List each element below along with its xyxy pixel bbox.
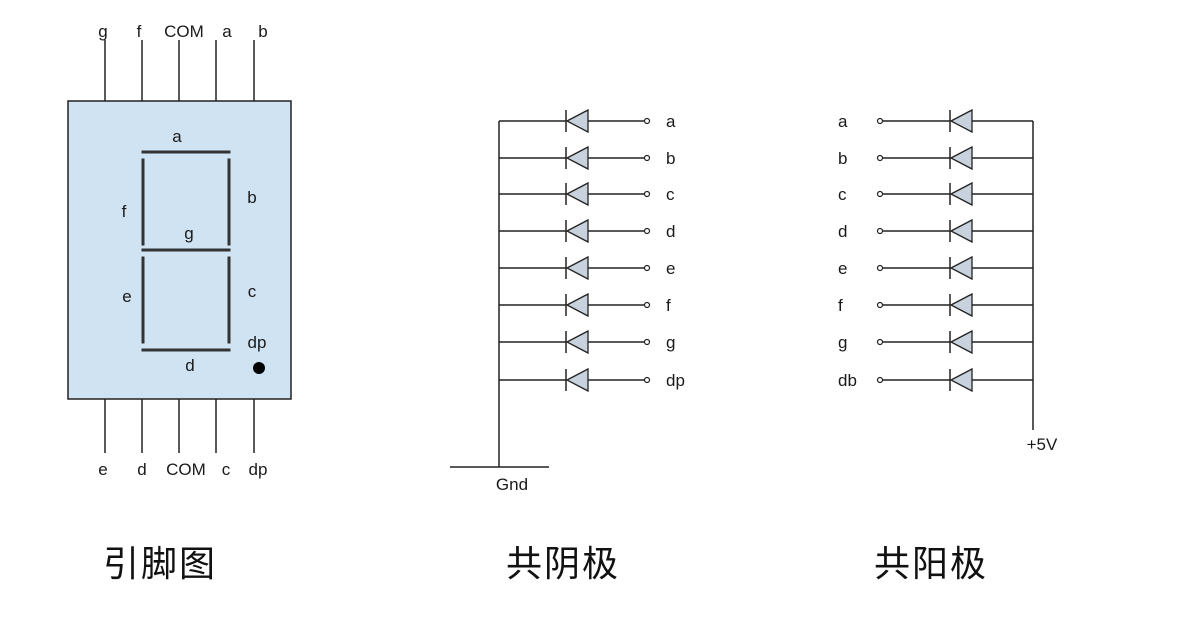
- terminal: [876, 264, 884, 272]
- pinout-caption: 引脚图: [103, 544, 218, 585]
- bottom-pin-leads: [104, 399, 255, 453]
- terminal: [643, 301, 651, 309]
- terminal: [643, 264, 651, 272]
- segment-label-d: d: [185, 356, 194, 375]
- cathode-row: g: [499, 329, 675, 355]
- terminal: [876, 190, 884, 198]
- terminal: [643, 117, 651, 125]
- diode-triangle: [565, 329, 589, 355]
- cathode-row-label: f: [666, 296, 671, 315]
- anode-row-label: a: [838, 112, 848, 131]
- cathode-row: c: [499, 181, 675, 207]
- segment-label-dp: dp: [248, 333, 267, 352]
- anode-row: f: [838, 292, 1033, 318]
- diode-triangle: [949, 145, 973, 171]
- cathode-row-label: g: [666, 333, 675, 352]
- anode-row: b: [838, 145, 1033, 171]
- cathode-row: b: [499, 145, 675, 171]
- diode-triangle: [949, 292, 973, 318]
- diode-triangle: [565, 292, 589, 318]
- anode-row-label: c: [838, 185, 847, 204]
- diode-triangle: [565, 255, 589, 281]
- top-pin-label: COM: [164, 22, 204, 41]
- segment-label-a: a: [172, 127, 182, 146]
- cathode-row: d: [499, 218, 675, 244]
- bottom-pin-label: d: [137, 460, 146, 479]
- anode-row: g: [838, 329, 1033, 355]
- anode-row: db: [838, 367, 1033, 393]
- diode-triangle: [565, 218, 589, 244]
- diode-triangle: [949, 329, 973, 355]
- bottom-pin-label: c: [222, 460, 231, 479]
- cathode-row: a: [499, 108, 676, 134]
- bottom-pin-label: e: [98, 460, 107, 479]
- terminal: [643, 338, 651, 346]
- supply-label: +5V: [1027, 435, 1058, 454]
- terminal: [876, 154, 884, 162]
- terminal: [643, 227, 651, 235]
- diode-triangle: [565, 367, 589, 393]
- anode-caption: 共阳极: [874, 544, 989, 585]
- anode-row-label: f: [838, 296, 843, 315]
- bottom-pin-label: dp: [249, 460, 268, 479]
- anode-row-label: d: [838, 222, 847, 241]
- terminal: [643, 190, 651, 198]
- segment-label-b: b: [247, 188, 256, 207]
- cathode-row-label: e: [666, 259, 675, 278]
- terminal: [876, 338, 884, 346]
- segment-label-e: e: [122, 287, 131, 306]
- ground-label: Gnd: [496, 475, 528, 494]
- anode-row: d: [838, 218, 1033, 244]
- diode-triangle: [565, 145, 589, 171]
- top-pin-label: f: [137, 22, 142, 41]
- terminal: [876, 117, 884, 125]
- anode-row: a: [838, 108, 1033, 134]
- terminal: [876, 301, 884, 309]
- cathode-row-label: dp: [666, 371, 685, 390]
- pinout-diagram: g f COM a b a b c d e f g dp: [67, 22, 292, 479]
- segment-label-f: f: [122, 202, 127, 221]
- anode-row-label: b: [838, 149, 847, 168]
- diode-triangle: [949, 108, 973, 134]
- segments: [141, 150, 231, 352]
- anode-row-label: g: [838, 333, 847, 352]
- cathode-row: dp: [499, 367, 685, 393]
- decimal-point-dot: [253, 362, 265, 374]
- anode-row: e: [838, 255, 1033, 281]
- segment-label-g: g: [184, 224, 193, 243]
- segment-label-c: c: [248, 282, 257, 301]
- terminal: [876, 227, 884, 235]
- bottom-pin-label: COM: [166, 460, 206, 479]
- cathode-caption: 共阴极: [506, 544, 621, 585]
- cathode-row-label: a: [666, 112, 676, 131]
- cathode-row-label: b: [666, 149, 675, 168]
- top-pin-leads: [104, 40, 255, 101]
- cathode-row: f: [499, 292, 671, 318]
- terminal: [643, 376, 651, 384]
- cathode-bus: [450, 121, 549, 468]
- diode-triangle: [565, 108, 589, 134]
- diode-triangle: [565, 181, 589, 207]
- terminal: [643, 154, 651, 162]
- top-pin-label: a: [222, 22, 232, 41]
- top-pin-label: g: [98, 22, 107, 41]
- diode-triangle: [949, 367, 973, 393]
- anode-row: c: [838, 181, 1033, 207]
- cathode-row-label: d: [666, 222, 675, 241]
- diode-triangle: [949, 255, 973, 281]
- anode-row-label: e: [838, 259, 847, 278]
- cathode-row-label: c: [666, 185, 675, 204]
- diode-triangle: [949, 218, 973, 244]
- diode-triangle: [949, 181, 973, 207]
- cathode-row: e: [499, 255, 675, 281]
- terminal: [876, 376, 884, 384]
- anode-row-label: db: [838, 371, 857, 390]
- top-pin-label: b: [258, 22, 267, 41]
